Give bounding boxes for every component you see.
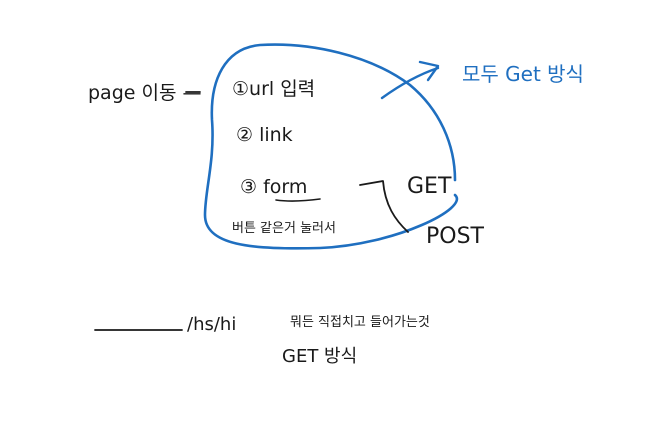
item-url: ①url 입력 bbox=[232, 78, 316, 100]
get-method-note: GET 방식 bbox=[282, 346, 358, 367]
page-label: page 이동 — bbox=[88, 82, 202, 104]
post-label: POST bbox=[426, 224, 484, 249]
item-form: ③ form bbox=[240, 176, 308, 198]
form-underline bbox=[275, 198, 321, 202]
all-get-note: 모두 Get 방식 bbox=[462, 62, 584, 86]
item-button: 버튼 같은거 눌러서 bbox=[232, 221, 336, 236]
get-label: GET bbox=[407, 174, 452, 199]
arrow-head bbox=[418, 60, 440, 82]
branch-bracket bbox=[359, 180, 409, 233]
grouping-loop bbox=[203, 43, 459, 250]
path-label: /hs/hi bbox=[187, 314, 237, 335]
item-link: ② link bbox=[236, 124, 293, 146]
path-description: 뭐든 직접치고 들어가는것 bbox=[290, 315, 430, 330]
arrow-line bbox=[380, 66, 440, 100]
